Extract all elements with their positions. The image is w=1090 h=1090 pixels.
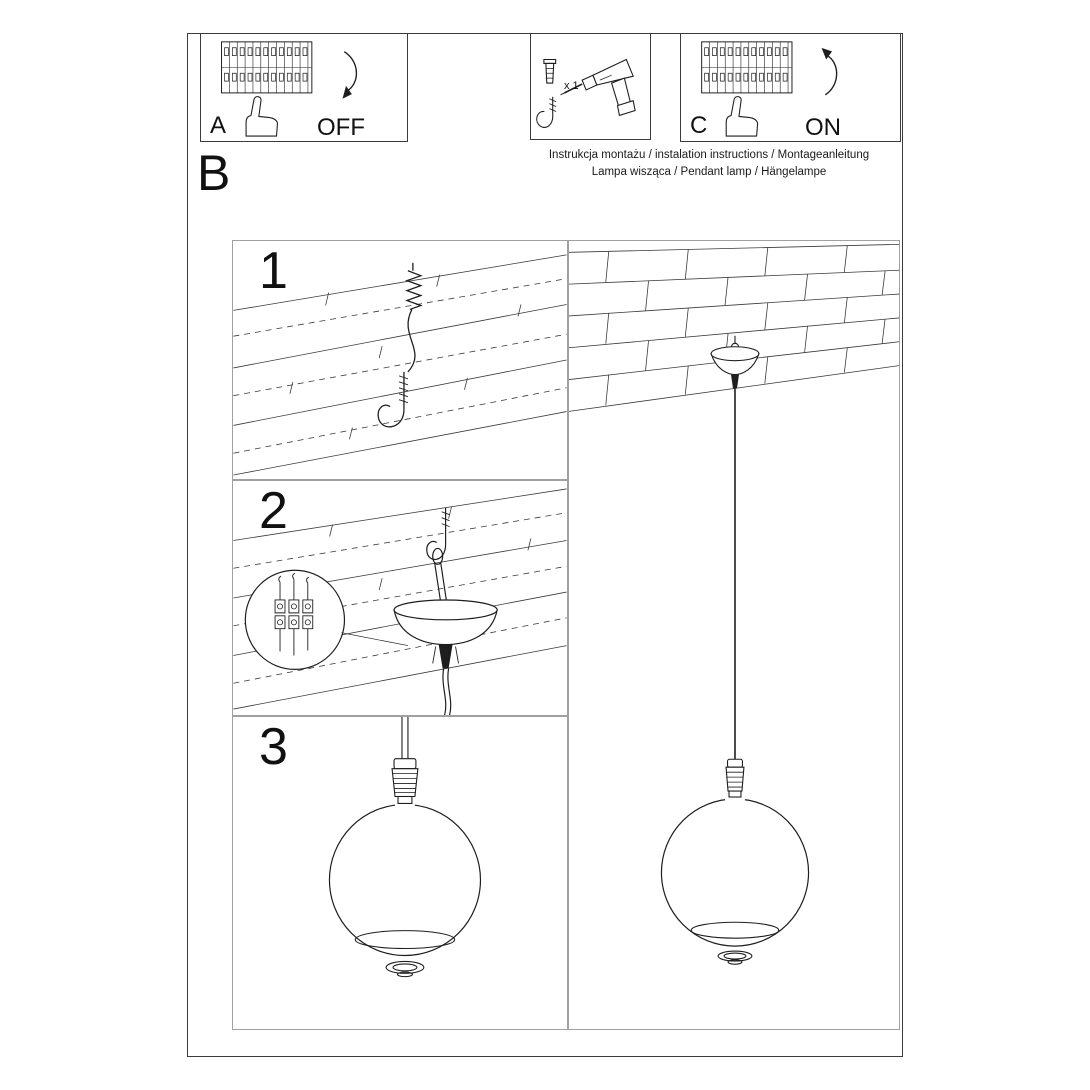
shade-opening-icon: [690, 921, 780, 939]
retainer-ring-icon: [717, 950, 753, 965]
hand-icon: [725, 96, 759, 137]
step3-number: 3: [259, 718, 288, 776]
spring-anchor-icon: [405, 262, 423, 311]
ceiling-hook-illustration: [233, 254, 567, 476]
wall-plug-icon: [543, 58, 557, 84]
instruction-title: Instrukcja montażu / instalation instruc…: [520, 147, 898, 181]
tools-illustration: [536, 58, 636, 128]
tools-box: x 1: [530, 33, 651, 140]
section-b-label: B: [197, 145, 231, 201]
lamp-socket-icon: [391, 758, 419, 804]
ceiling-hook-icon: [426, 507, 450, 603]
power-on-step-box: C ON: [680, 33, 901, 142]
arrow-up-icon: [821, 47, 838, 96]
on-label: ON: [805, 114, 841, 141]
step-a-label: A: [210, 112, 227, 139]
hook-screw-illustration: [377, 309, 416, 428]
glass-ball-icon: [328, 803, 482, 957]
hand-icon: [245, 96, 279, 137]
drill-icon: [560, 58, 636, 117]
step1-panel: 1: [232, 240, 568, 480]
ceiling-bricks: [569, 243, 899, 412]
ceiling-planks: [233, 254, 567, 476]
finished-lamp-panel: [568, 240, 900, 1030]
step1-number: 1: [259, 242, 288, 300]
breaker-panel-off-illustration: [221, 41, 358, 137]
instruction-title-line1: Instrukcja montażu / instalation instruc…: [548, 149, 870, 161]
retainer-ring-icon: [385, 960, 425, 978]
wiring-inset: [244, 569, 408, 670]
breaker-panel-on-illustration: [701, 41, 838, 137]
shade-assembly-illustration: [328, 717, 482, 978]
power-off-step-box: A OFF: [200, 33, 408, 142]
cable-icon: [401, 717, 409, 759]
pendant-lamp-illustration: [569, 243, 899, 965]
arrow-down-icon: [342, 51, 358, 99]
anchor-count-label: x 1: [564, 80, 579, 92]
canopy-icon: [710, 346, 760, 389]
step2-panel: 2: [232, 480, 568, 716]
step3-panel: 3: [232, 716, 568, 1030]
glass-ball-icon: [660, 798, 810, 947]
lamp-socket-icon: [725, 758, 745, 798]
canopy-icon: [393, 599, 498, 715]
shade-opening-icon: [354, 930, 456, 950]
hook-screw-icon: [536, 96, 557, 128]
canopy-hanging-illustration: [233, 488, 567, 715]
step2-number: 2: [259, 482, 288, 540]
off-label: OFF: [317, 114, 365, 141]
step-c-label: C: [690, 112, 708, 139]
instruction-title-line2: Lampa wisząca / Pendant lamp / Hängelamp…: [591, 166, 827, 178]
